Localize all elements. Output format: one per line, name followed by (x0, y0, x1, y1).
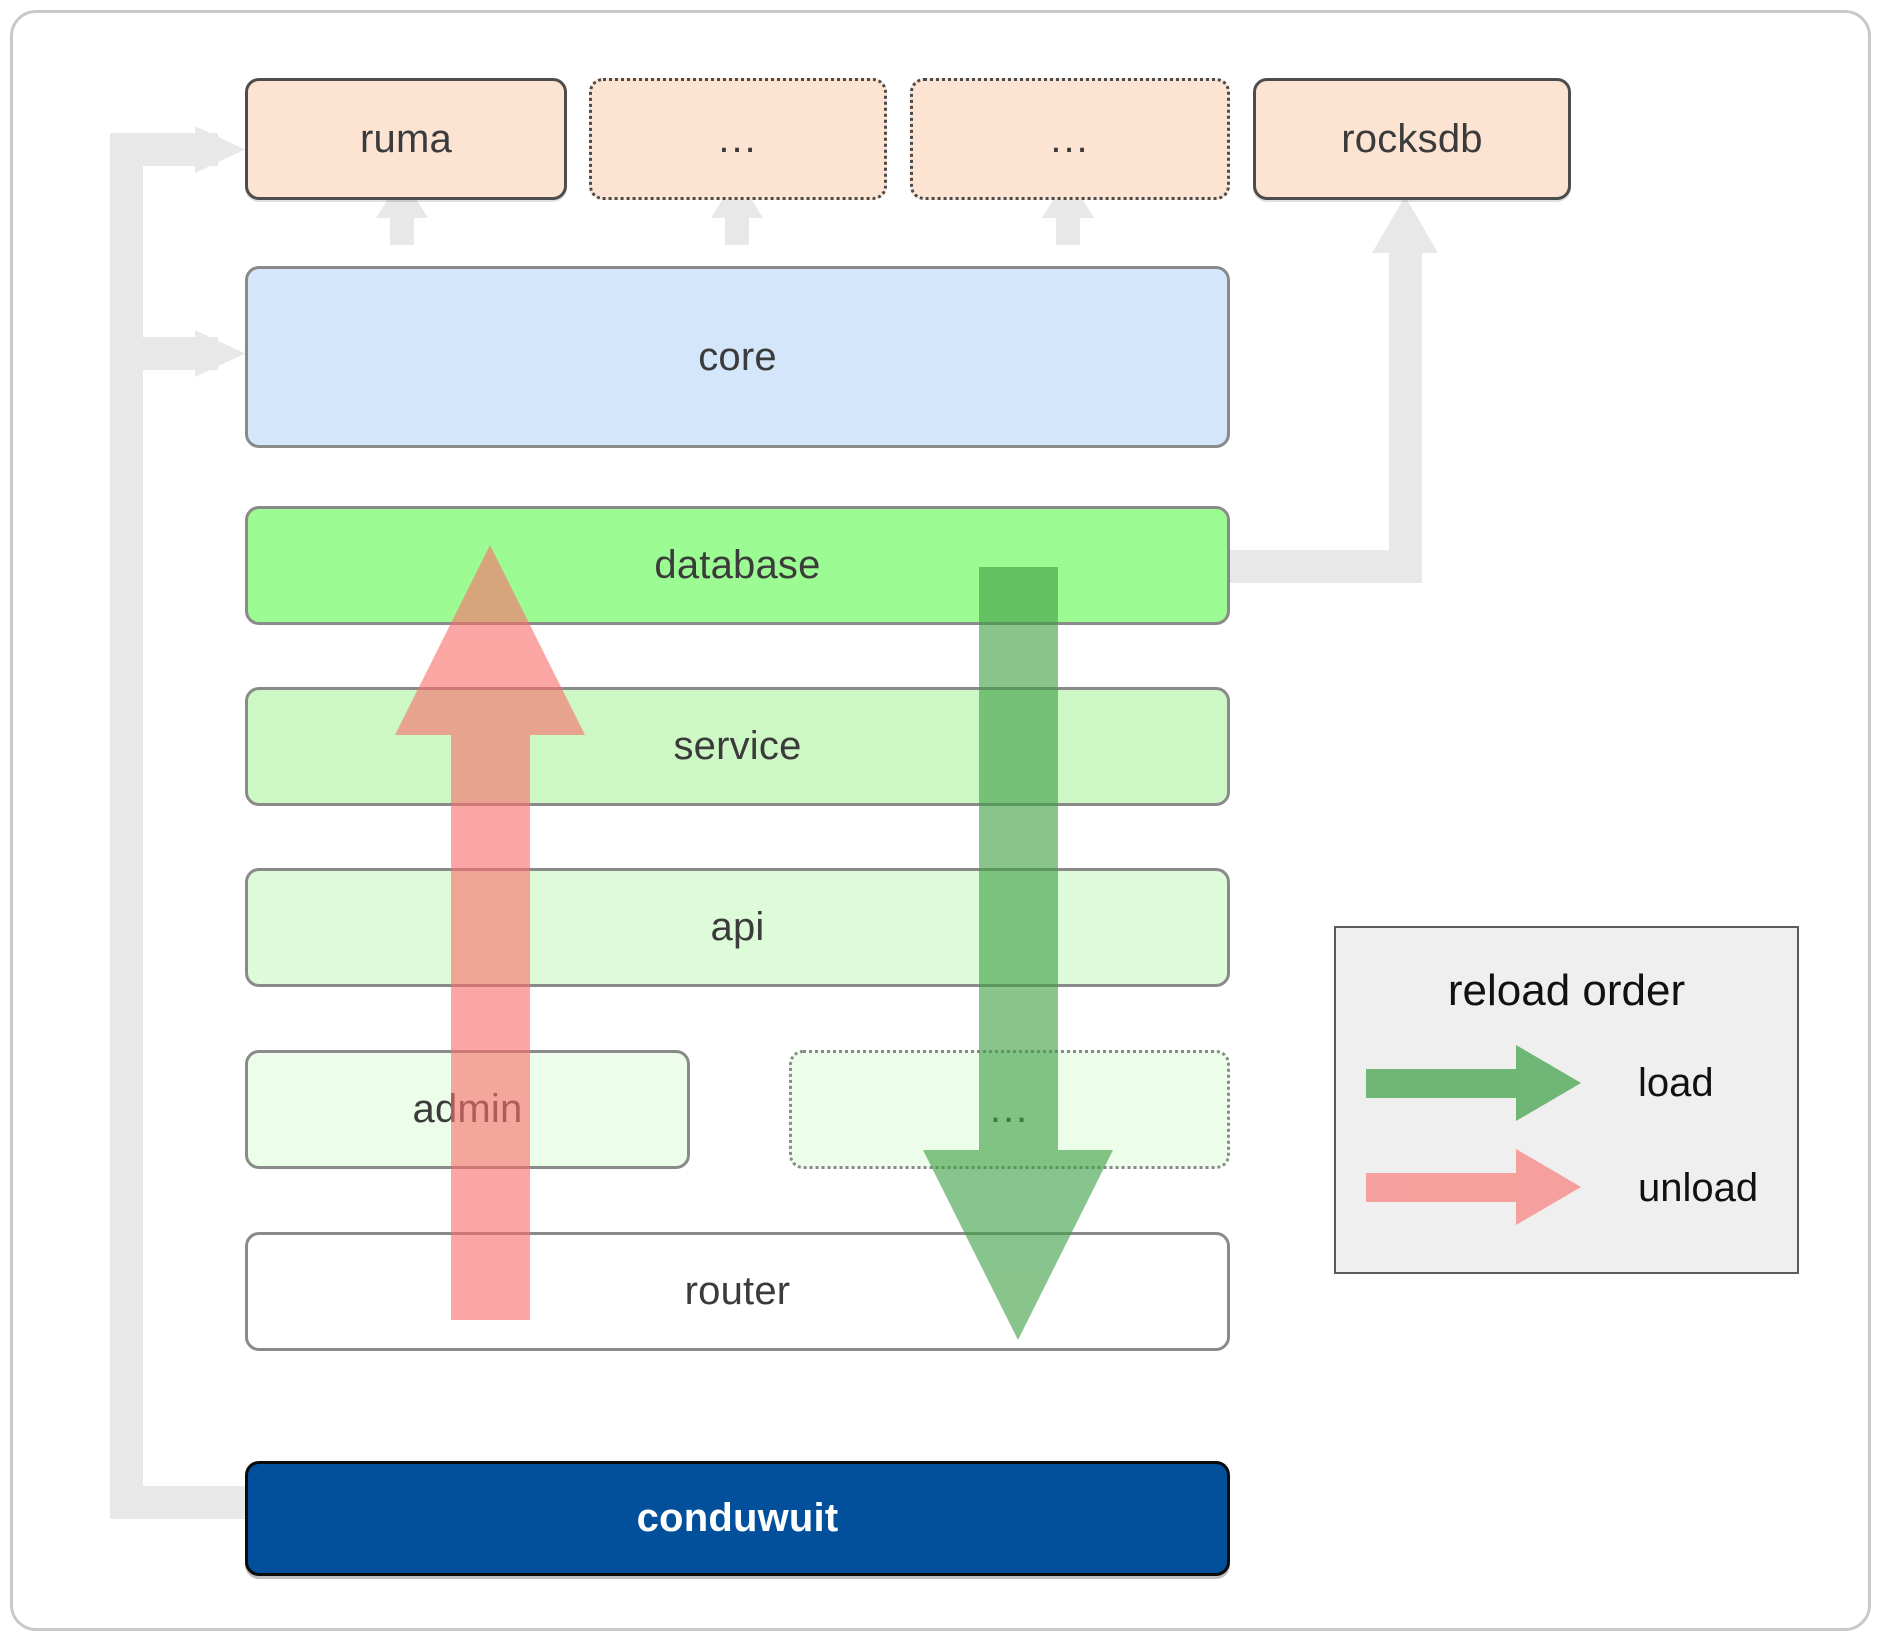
crate-more-1-label: ... (718, 116, 758, 161)
crate-rocksdb[interactable]: rocksdb (1253, 78, 1571, 200)
node-layer-more-label: ... (989, 1087, 1030, 1131)
node-admin-label: admin (412, 1087, 523, 1131)
node-router[interactable]: router (245, 1232, 1230, 1351)
node-admin[interactable]: admin (245, 1050, 690, 1169)
node-conduwuit-label: conduwuit (636, 1496, 839, 1540)
node-layer-more[interactable]: ... (789, 1050, 1230, 1169)
crate-ruma-label: ruma (360, 116, 452, 161)
database-to-rocksdb-connector (1222, 196, 1438, 583)
node-api[interactable]: api (245, 868, 1230, 987)
node-core[interactable]: core (245, 266, 1230, 448)
legend-title: reload order (1447, 966, 1686, 1015)
crate-more-2-label: ... (1050, 116, 1090, 161)
legend-unload-arrow-icon (1366, 1149, 1581, 1225)
crate-more-1[interactable]: ... (589, 78, 887, 200)
legend-arrow-icons (1366, 1045, 1581, 1225)
node-service[interactable]: service (245, 687, 1230, 806)
node-api-label: api (710, 905, 765, 949)
conduwuit-to-deps-connector (110, 126, 250, 1519)
crate-rocksdb-label: rocksdb (1341, 116, 1483, 161)
node-service-label: service (673, 724, 802, 768)
legend-label-load: load (1638, 1061, 1714, 1105)
crate-ruma[interactable]: ruma (245, 78, 567, 200)
legend-load-arrow-icon (1366, 1045, 1581, 1121)
node-database[interactable]: database (245, 506, 1230, 625)
legend-panel: reload order load unload (1334, 926, 1799, 1274)
legend-label-unload: unload (1638, 1166, 1759, 1210)
node-router-label: router (684, 1269, 791, 1313)
node-database-label: database (654, 543, 821, 587)
node-core-label: core (698, 334, 777, 379)
node-conduwuit[interactable]: conduwuit (245, 1461, 1230, 1576)
crate-more-2[interactable]: ... (910, 78, 1230, 200)
